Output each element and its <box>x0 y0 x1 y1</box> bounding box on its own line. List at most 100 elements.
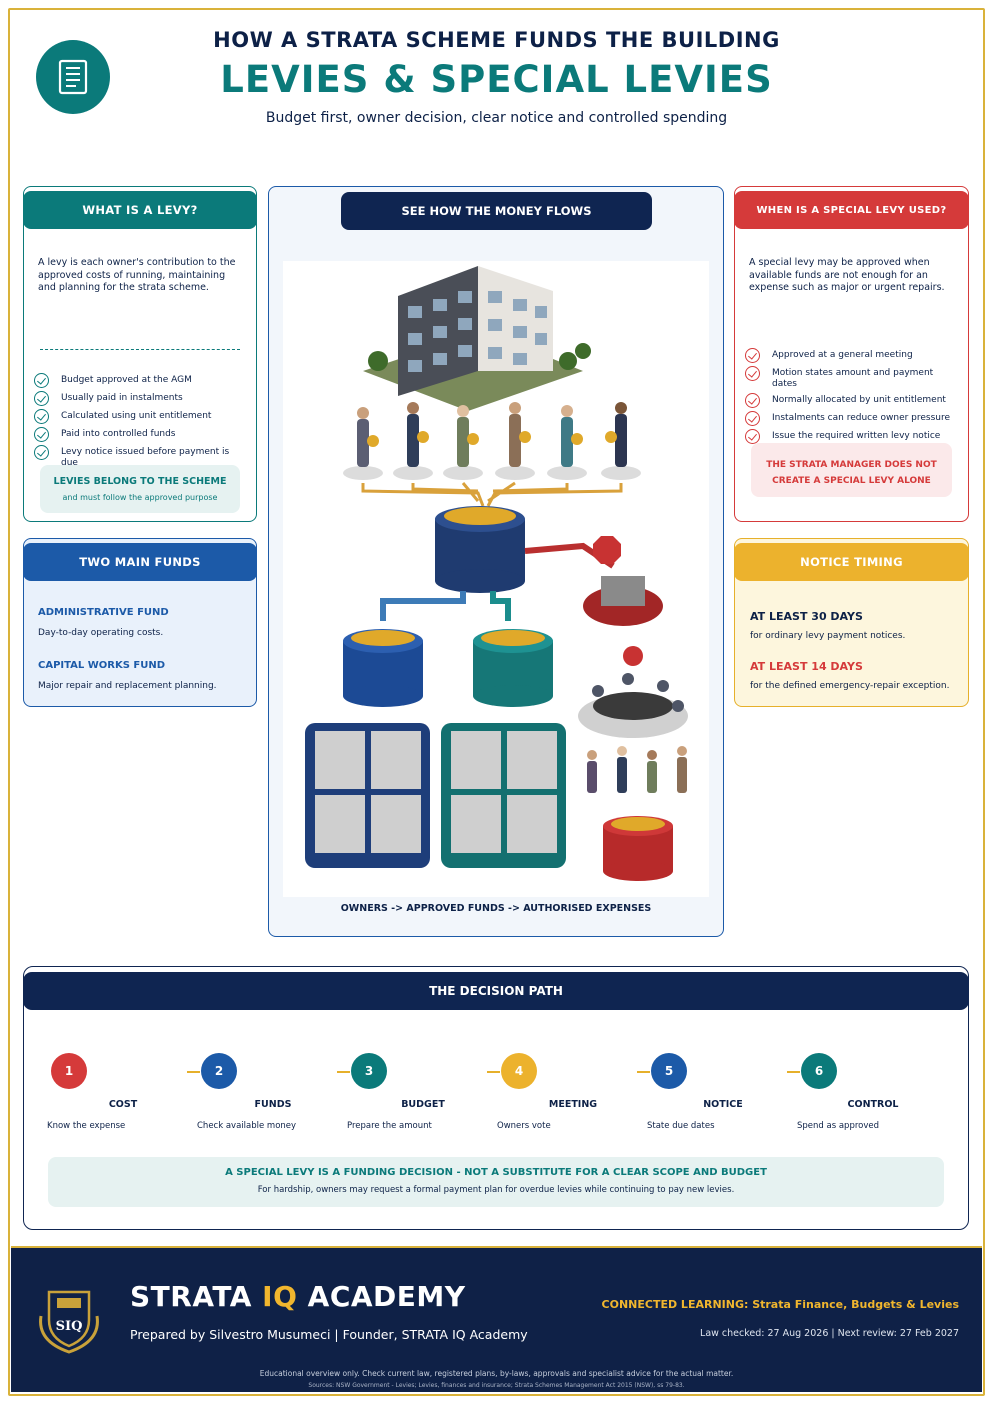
money-flow-illustration <box>283 261 709 897</box>
check-circle-icon <box>34 373 49 388</box>
list-item: Issue the required written levy notice <box>745 429 958 444</box>
funds-card-title: TWO MAIN FUNDS <box>24 543 256 581</box>
money-flow-panel: SEE HOW THE MONEY FLOWS <box>268 186 724 937</box>
check-circle-icon <box>34 409 49 424</box>
special-note-line-1: THE STRATA MANAGER DOES NOT <box>766 460 937 470</box>
decision-path-title: THE DECISION PATH <box>23 972 969 1010</box>
list-item: Paid into controlled funds <box>34 427 246 442</box>
step-number: 1 <box>51 1053 87 1089</box>
step-desc: Owners vote <box>497 1121 551 1131</box>
notice-30-title: AT LEAST 30 DAYS <box>750 610 863 623</box>
step-number: 5 <box>651 1053 687 1089</box>
capital-fund-title: CAPITAL WORKS FUND <box>38 660 166 671</box>
step-title: NOTICE <box>703 1099 743 1110</box>
step-connector <box>337 1071 350 1073</box>
step-connector <box>787 1071 800 1073</box>
step-title: COST <box>108 1099 138 1110</box>
list-item-text: Calculated using unit entitlement <box>61 411 212 421</box>
brand-part-2: IQ <box>262 1280 298 1313</box>
footer-brand: STRATA IQ ACADEMY <box>130 1280 466 1313</box>
brand-part-3: ACADEMY <box>297 1280 466 1313</box>
step-desc: Know the expense <box>47 1121 126 1131</box>
step-connector <box>487 1071 500 1073</box>
decision-note-sub: For hardship, owners may request a forma… <box>257 1185 735 1195</box>
step-number: 6 <box>801 1053 837 1089</box>
shield-crest-icon: SIQ <box>33 1286 105 1358</box>
crest-text: SIQ <box>56 1319 83 1334</box>
list-item: Levy notice issued before payment is due <box>34 445 246 469</box>
check-circle-icon <box>745 393 760 408</box>
special-note-line-2: CREATE A SPECIAL LEVY ALONE <box>772 476 931 486</box>
step-number: 2 <box>201 1053 237 1089</box>
page-subtitle: Budget first, owner decision, clear noti… <box>265 110 728 126</box>
notice-14-title: AT LEAST 14 DAYS <box>750 660 863 673</box>
footer-disclaimer: Educational overview only. Check current… <box>259 1369 734 1378</box>
step-connector <box>637 1071 650 1073</box>
list-item-text: Instalments can reduce owner pressure <box>772 413 951 423</box>
levy-card-body: A levy is each owner's contribution to t… <box>38 257 236 293</box>
list-item-text: Budget approved at the AGM <box>61 375 192 385</box>
levy-note-title: LEVIES BELONG TO THE SCHEME <box>53 476 227 487</box>
special-note-text: THE STRATA MANAGER DOES NOT CREATE A SPE… <box>751 457 952 489</box>
check-circle-icon <box>745 411 760 426</box>
footer-sources: Sources: NSW Government - Levies; Levies… <box>308 1382 685 1389</box>
footer-prepared-by: Prepared by Silvestro Musumeci | Founder… <box>130 1327 528 1342</box>
money-flow-title: SEE HOW THE MONEY FLOWS <box>341 192 652 230</box>
footer-connected-learning: CONNECTED LEARNING: Strata Finance, Budg… <box>601 1298 959 1311</box>
list-item: Approved at a general meeting <box>745 348 958 363</box>
divider <box>40 349 240 350</box>
check-circle-icon <box>745 429 760 444</box>
list-item-text: Normally allocated by unit entitlement <box>772 395 946 405</box>
step-title: FUNDS <box>254 1099 292 1110</box>
list-item-text: Issue the required written levy notice <box>772 431 941 441</box>
footer-law-checked: Law checked: 27 Aug 2026 | Next review: … <box>700 1328 959 1339</box>
list-item: Instalments can reduce owner pressure <box>745 411 958 426</box>
special-levy-card: WHEN IS A SPECIAL LEVY USED? A special l… <box>734 186 969 522</box>
step-title: MEETING <box>548 1099 598 1110</box>
check-circle-icon <box>34 391 49 406</box>
list-item-text: Approved at a general meeting <box>772 350 913 360</box>
levy-note: LEVIES BELONG TO THE SCHEME and must fol… <box>40 465 240 513</box>
owners-row <box>343 402 641 480</box>
page-frame <box>8 8 985 1396</box>
decision-path-note: A SPECIAL LEVY IS A FUNDING DECISION - N… <box>48 1157 944 1207</box>
special-card-body: A special levy may be approved when avai… <box>749 257 945 293</box>
list-item: Usually paid in instalments <box>34 391 246 406</box>
notice-card: NOTICE TIMING AT LEAST 30 DAYS for ordin… <box>734 538 969 707</box>
special-note: THE STRATA MANAGER DOES NOT CREATE A SPE… <box>751 443 952 497</box>
step-desc: Check available money <box>197 1121 297 1131</box>
step-number: 3 <box>351 1053 387 1089</box>
list-item-text: Usually paid in instalments <box>61 393 183 403</box>
funds-card: TWO MAIN FUNDS ADMINISTRATIVE FUND Day-t… <box>23 538 257 707</box>
step-desc: Prepare the amount <box>347 1121 432 1131</box>
footer: SIQ STRATA IQ ACADEMY Prepared by Silves… <box>11 1246 982 1392</box>
list-item: Calculated using unit entitlement <box>34 409 246 424</box>
notice-14-desc: for the defined emergency-repair excepti… <box>750 681 950 691</box>
list-item: Budget approved at the AGM <box>34 373 246 388</box>
header-eyebrow: HOW A STRATA SCHEME FUNDS THE BUILDING <box>213 28 780 52</box>
notice-card-title: NOTICE TIMING <box>735 543 968 581</box>
check-circle-icon <box>745 366 760 381</box>
special-card-title: WHEN IS A SPECIAL LEVY USED? <box>735 191 968 229</box>
decision-path: THE DECISION PATH 1 COST Know the expens… <box>23 966 969 1230</box>
notice-30-desc: for ordinary levy payment notices. <box>750 631 906 641</box>
admin-fund-title: ADMINISTRATIVE FUND <box>38 607 169 618</box>
step-desc: State due dates <box>647 1121 715 1131</box>
money-flow-svg <box>305 266 688 881</box>
admin-fund-desc: Day-to-day operating costs. <box>38 628 164 638</box>
list-item: Motion states amount and payment dates <box>745 366 958 390</box>
levy-card: WHAT IS A LEVY? A levy is each owner's c… <box>23 186 257 522</box>
step-connector <box>187 1071 200 1073</box>
brand-part-1: STRATA <box>130 1280 263 1313</box>
money-flow-caption: OWNERS -> APPROVED FUNDS -> AUTHORISED E… <box>340 903 652 914</box>
check-circle-icon <box>745 348 760 363</box>
header-logo <box>36 40 110 114</box>
levy-checklist: Budget approved at the AGM Usually paid … <box>34 373 246 474</box>
levy-card-title: WHAT IS A LEVY? <box>24 191 256 229</box>
step-desc: Spend as approved <box>797 1121 880 1131</box>
document-icon <box>58 59 88 95</box>
check-circle-icon <box>34 445 49 460</box>
check-circle-icon <box>34 427 49 442</box>
list-item-text: Levy notice issued before payment is due <box>61 447 230 468</box>
capital-fund-desc: Major repair and replacement planning. <box>38 681 217 691</box>
